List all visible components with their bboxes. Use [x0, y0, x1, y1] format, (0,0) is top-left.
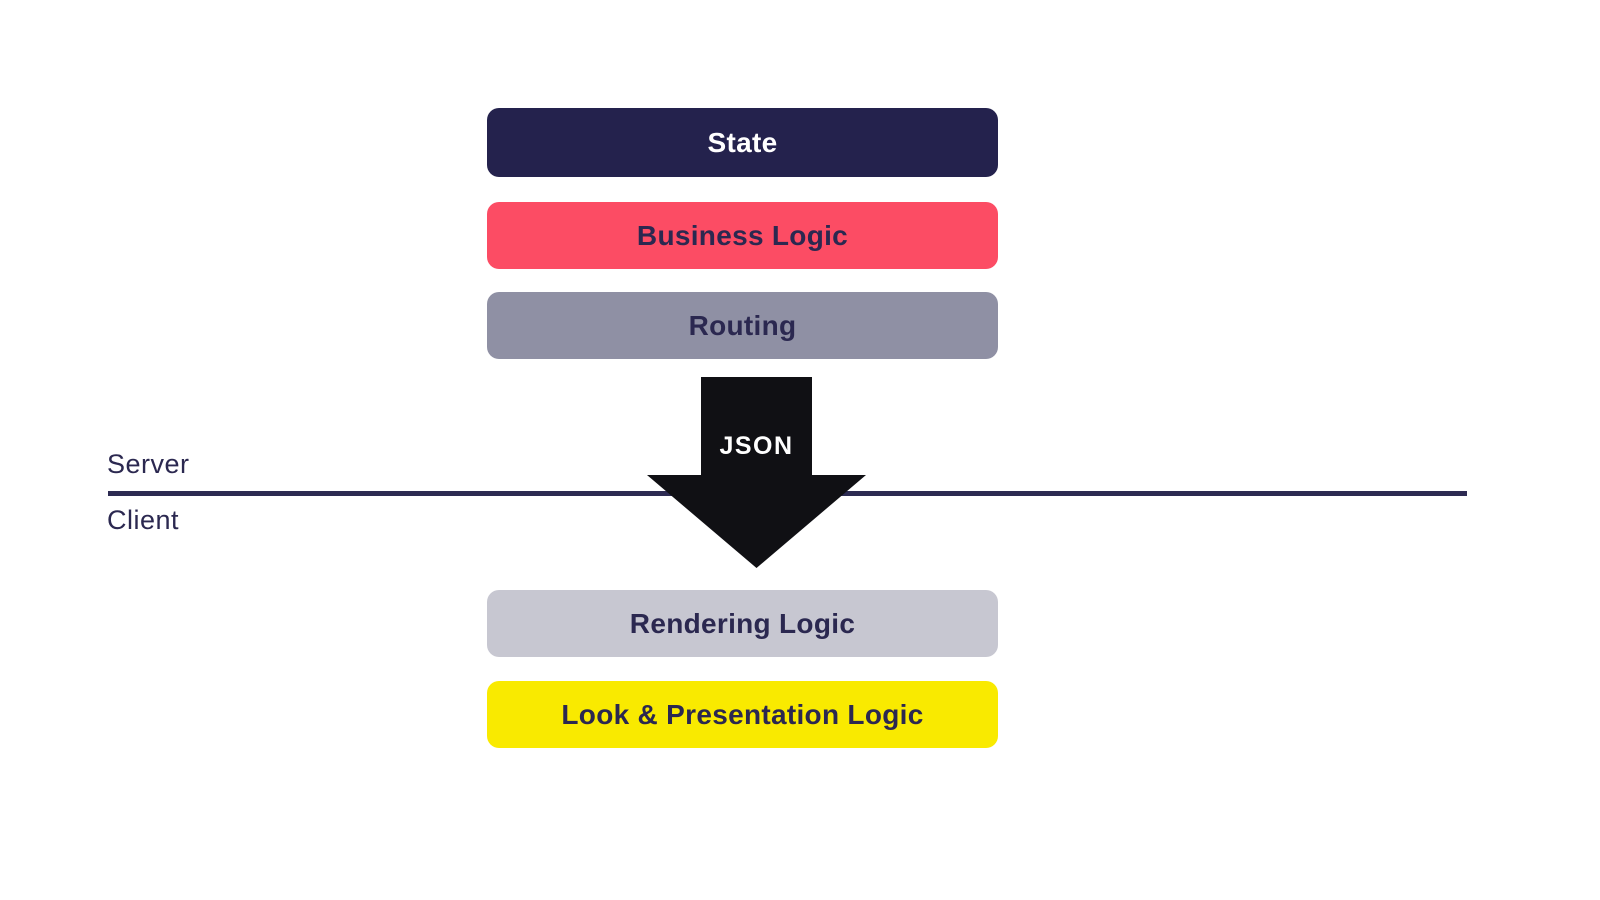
- box-state: State: [487, 108, 998, 177]
- server-section-label: Server: [107, 449, 190, 479]
- box-rendering-logic: Rendering Logic: [487, 590, 998, 657]
- box-business-logic: Business Logic: [487, 202, 998, 269]
- client-section-label: Client: [107, 505, 180, 535]
- box-look-presentation-logic: Look & Presentation Logic: [487, 681, 998, 748]
- box-state-label: State: [707, 126, 778, 158]
- box-routing: Routing: [487, 292, 998, 359]
- box-look-presentation-logic-label: Look & Presentation Logic: [561, 698, 924, 730]
- box-routing-label: Routing: [688, 309, 797, 341]
- server-client-divider: [108, 491, 1467, 496]
- box-business-logic-label: Business Logic: [636, 219, 849, 251]
- box-rendering-logic-label: Rendering Logic: [629, 607, 856, 639]
- down-arrow-icon: [647, 377, 866, 568]
- json-arrow-label: JSON: [719, 432, 794, 460]
